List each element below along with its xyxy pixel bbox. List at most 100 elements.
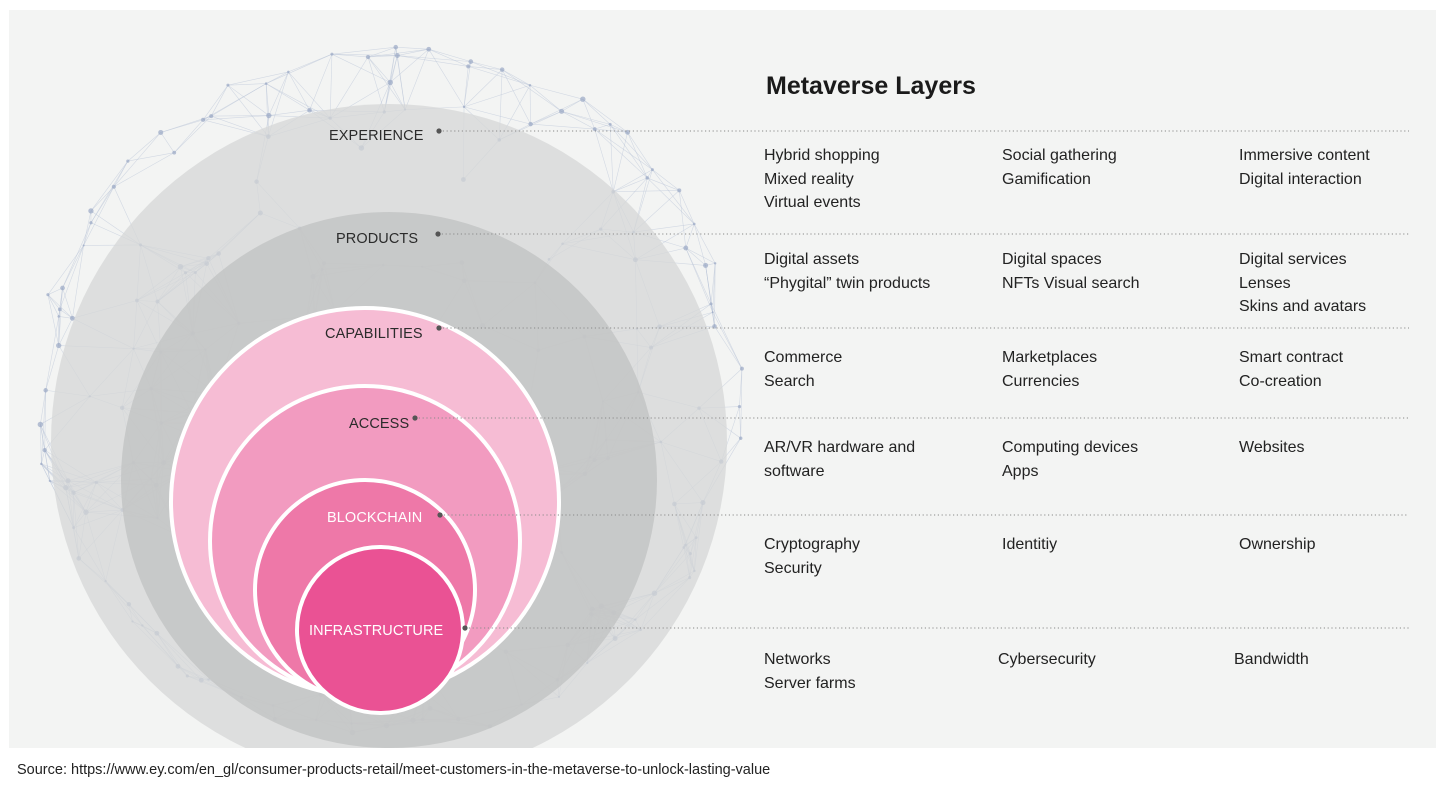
mesh-line: [612, 132, 628, 192]
leader-dot-capabilities: [436, 325, 442, 331]
mesh-line: [41, 390, 46, 464]
mesh-line: [502, 69, 531, 86]
mesh-line: [59, 245, 84, 310]
mesh-node: [56, 342, 62, 349]
mesh-line: [470, 61, 503, 70]
mesh-line: [268, 71, 289, 116]
list-item: Websites: [1239, 439, 1305, 456]
mesh-node: [40, 462, 43, 466]
layer-label-products: PRODUCTS: [336, 231, 419, 247]
mesh-line: [288, 71, 310, 111]
mesh-node: [266, 112, 272, 119]
mesh-line: [40, 424, 46, 451]
blockchain-col-2: Identitiy: [1002, 533, 1057, 557]
mesh-line: [627, 132, 648, 179]
mesh-line: [266, 53, 333, 84]
mesh-line: [331, 53, 369, 58]
mesh-line: [685, 247, 712, 305]
mesh-line: [47, 287, 63, 295]
capabilities-col-3: Smart contract Co-creation: [1239, 346, 1343, 393]
mesh-line: [59, 309, 73, 319]
mesh-line: [127, 132, 161, 162]
mesh-line: [710, 263, 716, 304]
mesh-node: [57, 307, 62, 312]
mesh-line: [331, 46, 396, 55]
mesh-line: [367, 55, 398, 58]
mesh-line: [594, 128, 653, 170]
panel: Metaverse Layers EXPERIENCE PRODUCTS CAP…: [9, 10, 1436, 748]
infrastructure-circle: [295, 545, 465, 715]
experience-col-1: Hybrid shopping Mixed reality Virtual ev…: [764, 144, 880, 215]
products-col-3: Digital services Lenses Skins and avatar…: [1239, 248, 1366, 319]
list-item: Identitiy: [1002, 536, 1058, 553]
mesh-node: [37, 421, 44, 428]
mesh-line: [58, 318, 73, 346]
list-item: Cryptography: [764, 536, 861, 553]
mesh-node: [111, 184, 116, 189]
mesh-node: [739, 366, 744, 371]
mesh-node: [365, 54, 371, 60]
mesh-line: [45, 316, 60, 391]
mesh-line: [58, 287, 63, 346]
mesh-line: [83, 222, 92, 246]
mesh-node: [307, 107, 312, 113]
mesh-line: [160, 119, 204, 133]
mesh-line: [561, 111, 628, 133]
mesh-line: [463, 106, 531, 125]
mesh-node: [46, 293, 50, 297]
mesh-node: [608, 122, 612, 126]
list-item: AR/VR hardware and: [764, 439, 916, 456]
mesh-line: [647, 177, 695, 225]
diagram-title: Metaverse Layers: [766, 72, 976, 100]
mesh-line: [397, 55, 469, 67]
mesh-node: [60, 285, 65, 291]
leader-dot-experience: [436, 128, 442, 134]
list-item: Immersive content: [1239, 147, 1370, 164]
mesh-node: [528, 84, 532, 87]
mesh-line: [113, 152, 175, 187]
mesh-line: [397, 55, 471, 62]
list-item: Networks: [764, 651, 831, 668]
access-col-1: AR/VR hardware and software: [764, 436, 915, 483]
mesh-line: [367, 56, 391, 83]
list-item: Cybersecurity: [998, 651, 1096, 668]
mesh-line: [594, 128, 614, 192]
list-item: Hybrid shopping: [764, 147, 880, 164]
mesh-node: [201, 117, 206, 122]
mesh-line: [389, 47, 397, 83]
mesh-line: [173, 119, 204, 153]
mesh-line: [594, 124, 611, 130]
layer-label-access: ACCESS: [349, 416, 410, 432]
list-item: Digital services: [1239, 251, 1347, 268]
list-item: Smart contract: [1239, 349, 1344, 366]
leader-dot-blockchain: [437, 512, 443, 518]
mesh-line: [463, 69, 503, 108]
mesh-node: [287, 70, 290, 74]
list-item: Social gathering: [1002, 147, 1117, 164]
mesh-node: [330, 52, 334, 56]
mesh-line: [227, 71, 289, 86]
mesh-node: [393, 44, 399, 50]
mesh-line: [647, 177, 680, 191]
list-item: Security: [764, 559, 822, 577]
layer-label-blockchain: BLOCKCHAIN: [327, 510, 423, 526]
mesh-node: [703, 262, 709, 268]
mesh-node: [709, 302, 713, 306]
list-item: Digital spaces: [1002, 251, 1102, 268]
mesh-line: [714, 326, 743, 369]
mesh-node: [426, 46, 432, 52]
mesh-node: [466, 64, 471, 69]
mesh-node: [677, 188, 682, 193]
layer-label-experience: EXPERIENCE: [329, 128, 424, 144]
list-item: Lenses: [1239, 274, 1291, 292]
list-item: Commerce: [764, 349, 843, 366]
mesh-node: [683, 245, 689, 251]
layer-label-infrastructure: INFRASTRUCTURE: [309, 623, 444, 639]
leader-lines: [412, 128, 1409, 631]
mesh-line: [389, 55, 398, 83]
mesh-line: [679, 190, 695, 225]
mesh-node: [692, 222, 696, 226]
mesh-line: [174, 115, 212, 153]
mesh-line: [463, 61, 472, 107]
mesh-line: [113, 132, 161, 187]
